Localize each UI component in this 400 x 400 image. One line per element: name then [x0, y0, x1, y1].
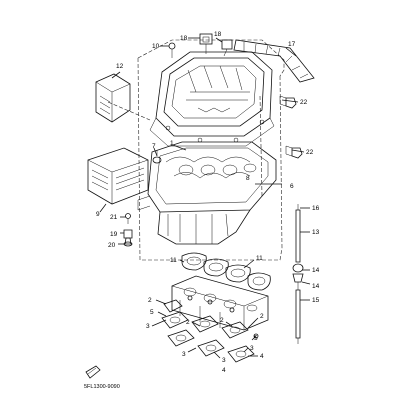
callout-11b: 11: [256, 255, 263, 262]
callout-3c: 3: [222, 357, 226, 364]
intake-clip-18: [199, 33, 233, 57]
leader-lines: [99, 37, 311, 359]
screw-10: [168, 42, 176, 58]
callout-13: 13: [312, 229, 320, 236]
callout-22b: 22: [306, 149, 314, 156]
callout-14: 14: [312, 267, 320, 274]
callout-1: 1: [170, 140, 174, 147]
air-cleaner-cover: [149, 51, 275, 147]
callout-6: 6: [290, 183, 294, 190]
callout-22: 22: [300, 99, 308, 106]
callout-18: 18: [180, 35, 188, 42]
callout-3d: 3: [250, 345, 254, 352]
callout-2: 2: [148, 297, 152, 304]
seal-cap-12: [95, 73, 131, 123]
callout-20: 20: [108, 242, 116, 249]
callout-7: 7: [152, 143, 156, 150]
callout-2c: 2: [220, 317, 224, 324]
hose-clamps: [161, 295, 259, 363]
callout-21: 21: [110, 214, 118, 221]
callout-3b: 3: [182, 351, 186, 358]
callout-4: 4: [260, 353, 264, 360]
callout-18b: 18: [214, 31, 222, 38]
drawing-code: 5FL1300-9090: [84, 384, 120, 390]
intake-gasket-11: [181, 252, 271, 291]
callout-9: 9: [96, 211, 100, 218]
callout-19: 19: [110, 231, 118, 238]
callout-5b: 5: [254, 335, 258, 342]
callout-17: 17: [288, 41, 296, 48]
callout-12: 12: [116, 63, 124, 70]
callout-8: 8: [246, 175, 250, 182]
breather-duct-17: [233, 39, 315, 83]
callout-15: 15: [312, 297, 320, 304]
callout-2d: 2: [260, 313, 264, 320]
callout-2b: 2: [186, 319, 190, 326]
callout-16: 16: [312, 205, 320, 212]
callout-5: 5: [150, 309, 154, 316]
callout-4b: 4: [222, 367, 226, 374]
callout-labels: 10 18 18 17 12 22 1 7 22 8 6 9 21 19 20 …: [96, 31, 320, 374]
breather-hose-13-15: [292, 204, 304, 344]
callout-10: 10: [152, 43, 160, 50]
bolt-22: [279, 95, 303, 159]
callout-14b: 14: [312, 283, 320, 290]
air-box-lower-8: [137, 141, 277, 245]
drawing-hand-icon: [85, 365, 101, 379]
callout-3: 3: [146, 323, 150, 330]
callout-11: 11: [170, 257, 177, 264]
hardware-19-20-21: [123, 213, 133, 247]
